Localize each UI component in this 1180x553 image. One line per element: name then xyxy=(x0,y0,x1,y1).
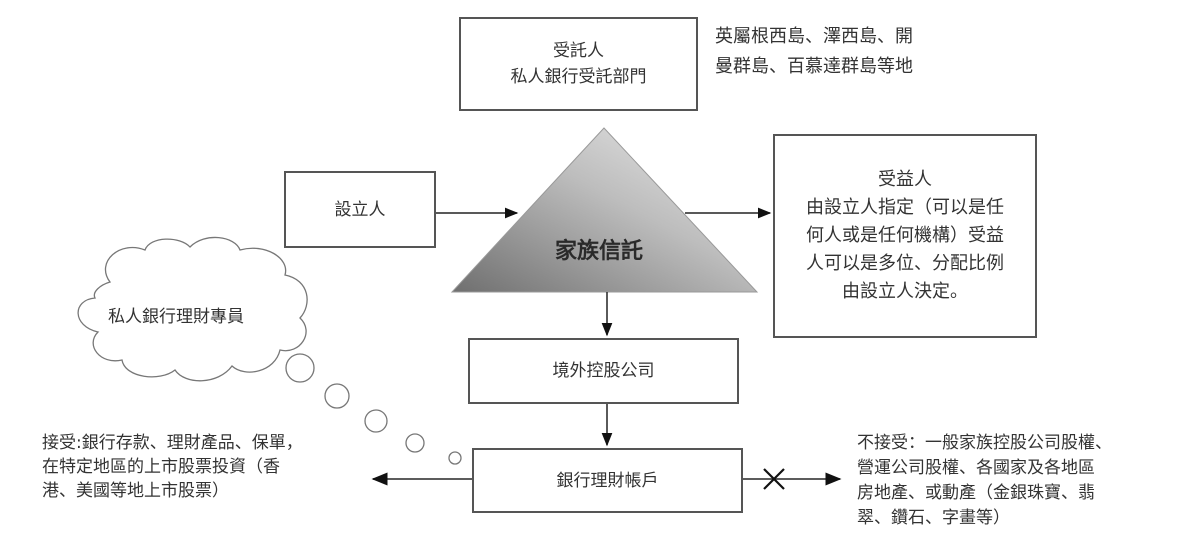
beneficiary-line: 人可以是多位、分配比例 xyxy=(806,253,1004,274)
trustee-title: 受託人 xyxy=(553,41,604,61)
thought-bubble-circle xyxy=(324,383,350,409)
accepted-line: 港、美國等地上市股票） xyxy=(42,481,229,501)
beneficiary-box: 受益人 由設立人指定（可以是任 何人或是任何機構）受益 人可以是多位、分配比例 … xyxy=(773,134,1037,338)
settlor-label: 設立人 xyxy=(334,199,386,220)
thought-bubble-circle xyxy=(448,451,462,465)
rejected-x-icon xyxy=(763,468,785,490)
trust-triangle xyxy=(450,127,759,293)
thought-bubble-circle xyxy=(285,353,315,383)
holding-company-box: 境外控股公司 xyxy=(468,338,739,404)
beneficiary-line: 由設立人決定。 xyxy=(842,281,968,302)
accepted-line: 接受:銀行存款、理財產品、保單， xyxy=(42,433,303,453)
trust-locations: 英屬根西島、澤西島、開 曼群島、百慕達群島等地 xyxy=(715,22,913,82)
rejected-assets: 不接受：一般家族控股公司股權、 營運公司股權、各國家及各地區 房地產、或動產（金… xyxy=(857,431,1112,531)
beneficiary-line: 何人或是任何機構）受益 xyxy=(806,225,1004,246)
rejected-line: 翠、鑽石、字畫等） xyxy=(857,508,1010,528)
holding-company-label: 境外控股公司 xyxy=(552,361,655,381)
thought-bubble-circle xyxy=(364,409,388,433)
advisor-thought-cloud xyxy=(77,236,308,382)
rejected-line: 營運公司股權、各國家及各地區 xyxy=(857,458,1095,478)
rejected-line: 房地產、或動產（金銀珠寶、翡 xyxy=(857,483,1095,503)
accepted-line: 在特定地區的上市股票投資（香 xyxy=(42,457,280,477)
settlor-box: 設立人 xyxy=(284,171,436,248)
accepted-assets: 接受:銀行存款、理財產品、保單， 在特定地區的上市股票投資（香 港、美國等地上市… xyxy=(42,431,303,503)
beneficiary-title: 受益人 xyxy=(878,169,932,190)
locations-line: 曼群島、百慕達群島等地 xyxy=(715,56,913,77)
rejected-line: 不接受：一般家族控股公司股權、 xyxy=(857,433,1112,453)
advisor-label: 私人銀行理財專員 xyxy=(108,307,244,327)
bank-account-label: 銀行理財帳戶 xyxy=(556,470,659,491)
trustee-box: 受託人 私人銀行受託部門 xyxy=(459,17,698,111)
trust-label: 家族信託 xyxy=(555,239,644,264)
bank-account-box: 銀行理財帳戶 xyxy=(472,448,743,513)
beneficiary-line: 由設立人指定（可以是任 xyxy=(806,197,1004,218)
trustee-subtitle: 私人銀行受託部門 xyxy=(510,67,647,87)
thought-bubble-circle xyxy=(405,433,425,453)
locations-line: 英屬根西島、澤西島、開 xyxy=(715,26,913,47)
